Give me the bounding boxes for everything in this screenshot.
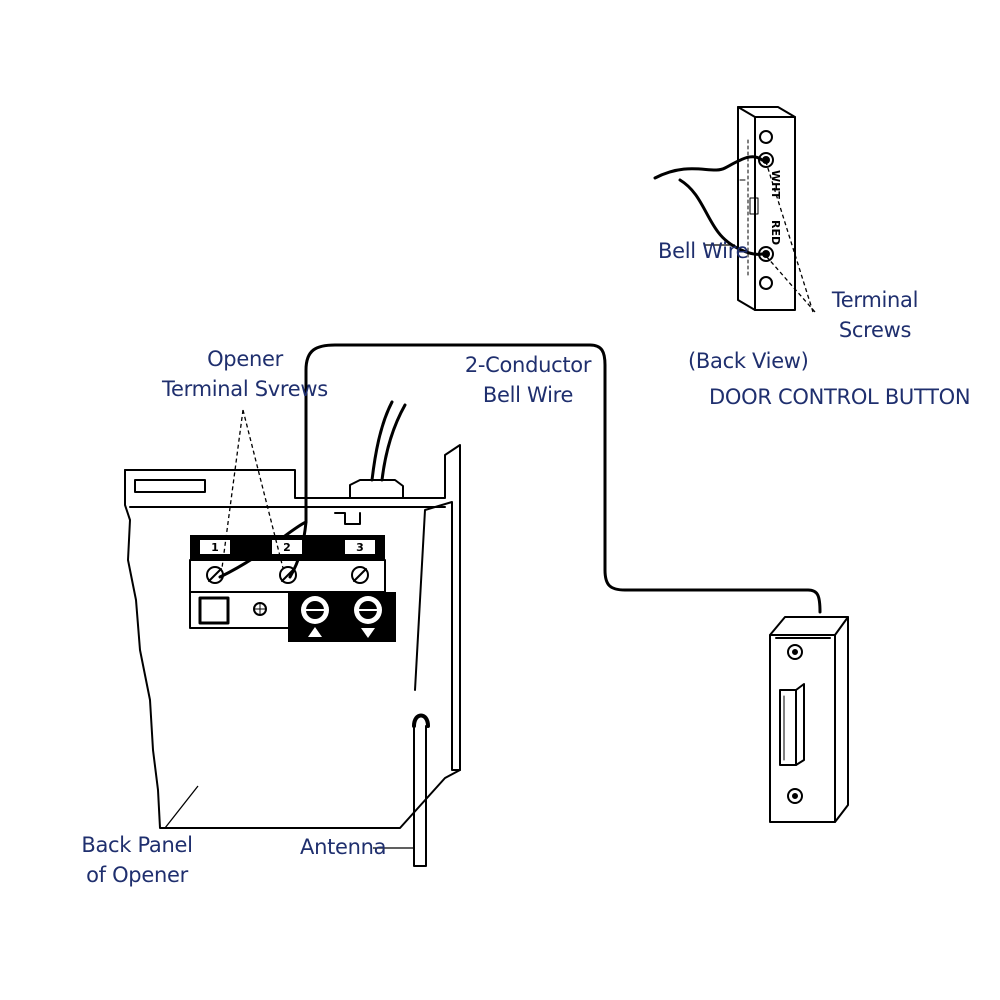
back-panel-line1: Back Panel (81, 833, 193, 857)
limit-adjust-dials (288, 592, 396, 642)
two-conductor-line1: 2-Conductor (464, 353, 592, 377)
leader-lines (221, 161, 816, 569)
callout-lines (164, 244, 735, 849)
two-conductor-bell-wire-label: 2-Conductor Bell Wire (458, 350, 598, 410)
button-wht-marking: WHT (769, 170, 782, 199)
bell-wire-label: Bell Wire (658, 239, 749, 263)
terminal-2-tag: 2 (283, 541, 291, 554)
door-control-button-label: DOOR CONTROL BUTTON (709, 385, 971, 409)
terminal-screws-label: Terminal Screws (830, 285, 920, 345)
button-red-marking: RED (769, 220, 782, 245)
door-button-back (653, 106, 796, 311)
opener-terminal-screws-line2: Terminal Svrews (162, 377, 328, 401)
terminal-number-bar: 1 2 3 (190, 535, 385, 560)
terminal-screws-line1: Terminal (831, 288, 919, 312)
back-view-label: (Back View) (688, 349, 809, 373)
terminal-screws-line2: Screws (838, 318, 912, 342)
back-panel-line2: of Opener (86, 863, 188, 887)
opener-terminal-screws-label: Opener Terminal Svrews (150, 344, 340, 404)
terminal-1-tag: 1 (211, 541, 219, 554)
opener-terminal-screws-line1: Opener (207, 347, 283, 371)
antenna-label: Antenna (300, 835, 387, 859)
door-button-front (769, 616, 849, 823)
antenna-rod (412, 713, 430, 867)
back-panel-label: Back Panel of Opener (72, 830, 202, 890)
terminal-3-tag: 3 (356, 541, 364, 554)
two-conductor-line2: Bell Wire (482, 383, 574, 407)
bell-wire-run (218, 343, 822, 614)
